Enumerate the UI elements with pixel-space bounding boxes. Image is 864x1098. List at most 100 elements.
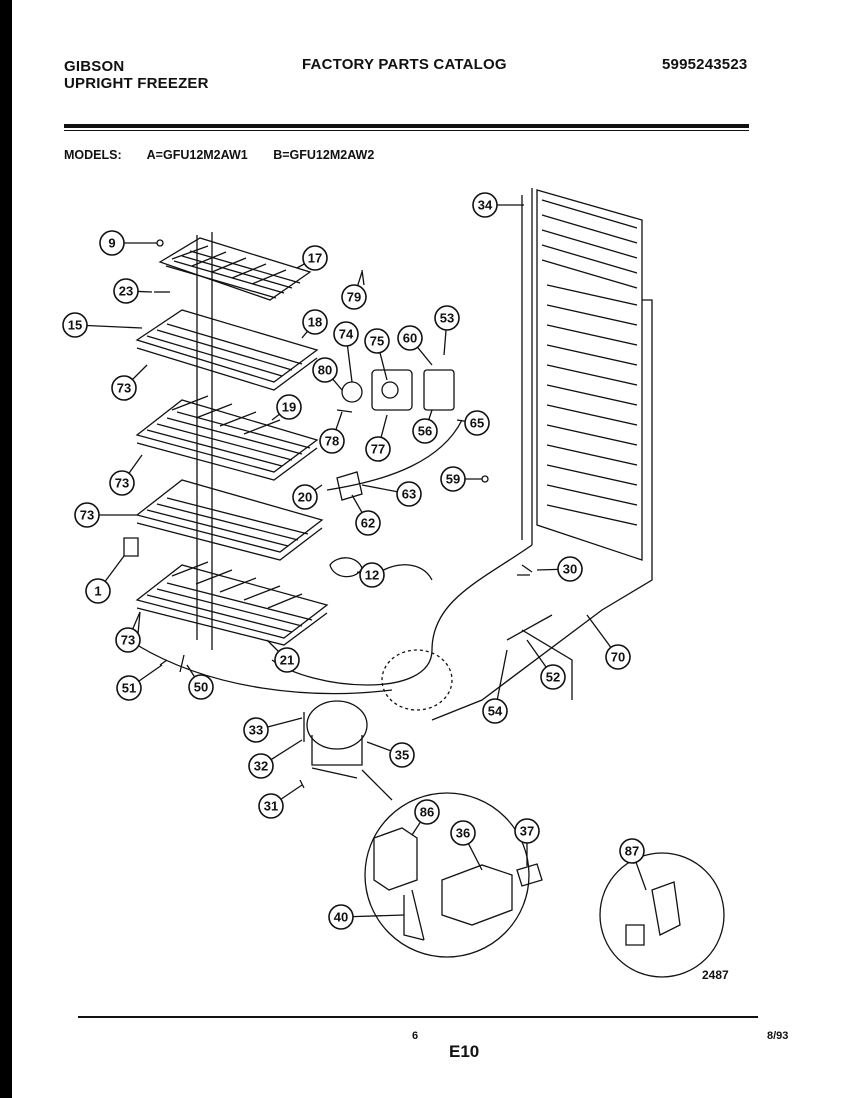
callout-circle <box>302 309 328 335</box>
outlet-detail-circle <box>599 852 725 978</box>
callout-circle <box>450 820 476 846</box>
callout-circle <box>514 818 540 844</box>
callout-40: 40 <box>328 904 405 930</box>
callout-circle <box>414 799 440 825</box>
callout-circle <box>557 556 583 582</box>
model-a: A=GFU12M2AW1 <box>146 148 248 162</box>
leader-line <box>352 914 405 918</box>
callout-label: 12 <box>365 568 379 583</box>
callout-9: 9 <box>99 230 157 256</box>
callout-label: 63 <box>402 487 416 502</box>
callout-label: 65 <box>470 416 484 431</box>
leader-line <box>346 345 353 383</box>
callout-label: 18 <box>308 315 322 330</box>
callout-circle <box>109 470 135 496</box>
callout-1: 1 <box>85 555 125 604</box>
callout-79: 79 <box>341 271 367 310</box>
leader-line <box>132 364 148 380</box>
callout-circle <box>605 644 631 670</box>
leader-line <box>417 346 433 366</box>
callout-label: 35 <box>395 748 409 763</box>
callout-label: 87 <box>625 844 639 859</box>
callout-circle <box>412 418 438 444</box>
leader-line <box>296 263 305 269</box>
brand-block: GIBSON UPRIGHT FREEZER <box>64 58 209 92</box>
callout-label: 19 <box>282 400 296 415</box>
callout-circle <box>319 428 345 454</box>
callout-35: 35 <box>366 741 415 768</box>
callout-label: 17 <box>308 251 322 266</box>
print-date: 8/93 <box>767 1030 789 1042</box>
callout-52: 52 <box>526 639 566 690</box>
leader-line <box>366 741 391 752</box>
callout-label: 56 <box>418 424 432 439</box>
callout-34: 34 <box>472 192 524 218</box>
shelf-5 <box>135 561 329 646</box>
leader-line <box>104 555 125 582</box>
drawing-number: 2487 <box>702 968 729 982</box>
callout-50: 50 <box>186 664 214 700</box>
callout-label: 59 <box>446 472 460 487</box>
leader-line <box>332 378 343 391</box>
callout-label: 52 <box>546 670 560 685</box>
callout-label: 70 <box>611 650 625 665</box>
callout-circle <box>188 674 214 700</box>
callout-circle <box>258 793 284 819</box>
callout-circle <box>434 305 460 331</box>
callout-21: 21 <box>266 639 300 673</box>
callout-label: 79 <box>347 290 361 305</box>
callout-label: 80 <box>318 363 332 378</box>
callout-15: 15 <box>62 312 143 338</box>
callout-20: 20 <box>292 484 323 510</box>
callout-circle <box>74 502 100 528</box>
callout-circle <box>464 410 490 436</box>
leader-line <box>270 739 303 761</box>
callout-37: 37 <box>514 818 540 866</box>
leader-line <box>138 664 163 682</box>
condenser-coil <box>431 188 653 721</box>
callout-label: 86 <box>420 805 434 820</box>
callout-circle <box>389 742 415 768</box>
callout-86: 86 <box>411 799 440 836</box>
leader-line <box>456 419 466 422</box>
leader-line <box>137 290 153 293</box>
evaporator-outline <box>381 649 453 711</box>
callout-label: 60 <box>403 331 417 346</box>
callout-circle <box>116 675 142 701</box>
shelf-2 <box>135 309 319 391</box>
callout-32: 32 <box>248 739 303 779</box>
callout-label: 73 <box>115 476 129 491</box>
callout-label: 31 <box>264 799 278 814</box>
leader-line <box>361 484 398 493</box>
callout-59: 59 <box>440 466 482 492</box>
leader-line <box>526 639 547 668</box>
refrigerant-tube <box>271 544 533 686</box>
brand-name: GIBSON <box>64 58 125 75</box>
callout-label: 51 <box>122 681 136 696</box>
leader-line <box>380 414 388 438</box>
callout-circle <box>440 466 466 492</box>
leader-line <box>357 271 363 286</box>
leader-line <box>411 821 421 836</box>
callout-80: 80 <box>312 357 343 391</box>
callout-circle <box>115 627 141 653</box>
leader-line <box>496 649 508 700</box>
callout-label: 50 <box>194 680 208 695</box>
callout-label: 1 <box>94 584 101 599</box>
callout-65: 65 <box>456 410 490 436</box>
control-assembly <box>341 369 455 411</box>
callout-circle <box>333 321 359 347</box>
leader-line <box>467 843 483 871</box>
catalog-number: 5995243523 <box>662 56 748 73</box>
callout-circle <box>365 436 391 462</box>
callout-circle <box>113 278 139 304</box>
electrical-components <box>373 827 543 941</box>
leader-line <box>379 352 388 381</box>
callout-73: 73 <box>115 611 141 653</box>
callout-63: 63 <box>361 481 422 507</box>
leader-line <box>314 484 323 491</box>
base-rail <box>136 611 393 695</box>
callout-label: 73 <box>80 508 94 523</box>
callout-circle <box>397 325 423 351</box>
callout-33: 33 <box>243 717 303 743</box>
